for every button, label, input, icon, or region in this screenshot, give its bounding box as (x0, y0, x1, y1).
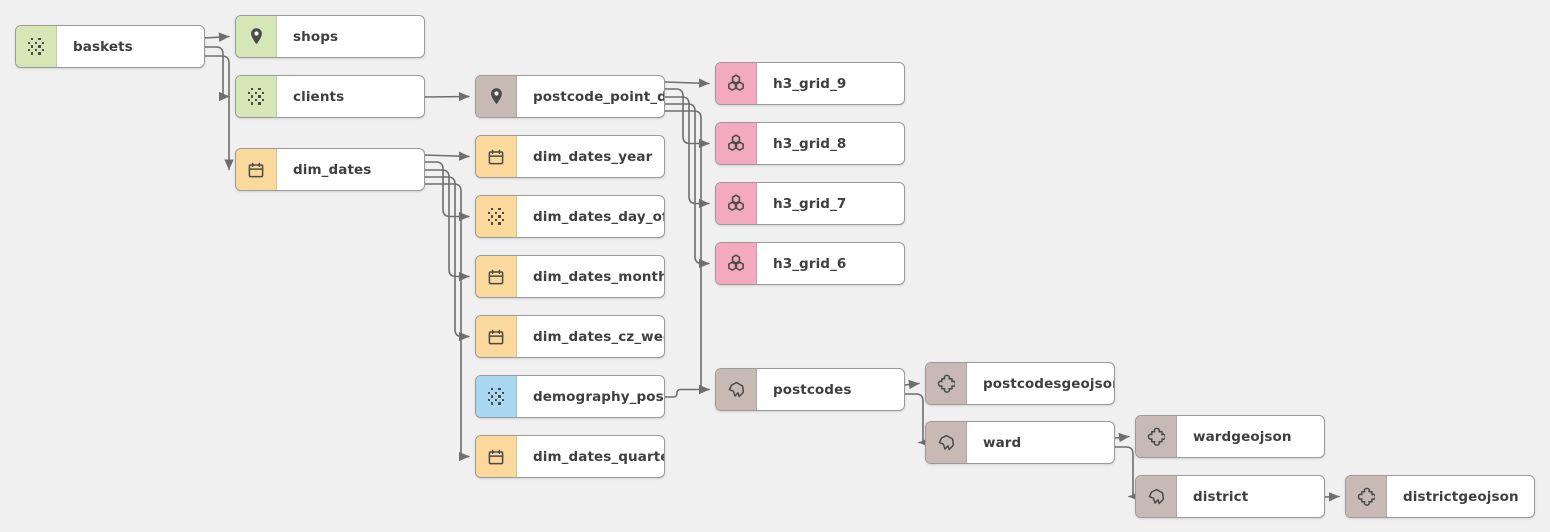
polygon-icon (926, 422, 967, 463)
edge-postcode_point_dwh-to-postcodes (664, 110, 710, 395)
node-label: h3_grid_9 (773, 75, 847, 92)
edge-demography_postcode-to-postcodes (664, 384, 710, 398)
node-wardgeojson[interactable]: wardgeojson (1135, 415, 1325, 458)
node-label: postcode_point_dwh (533, 88, 664, 105)
hexagon-cluster-icon (716, 183, 757, 224)
calendar-icon (476, 256, 517, 297)
node-label: clients (293, 88, 345, 105)
node-districtgeojson[interactable]: districtgeojson (1345, 475, 1535, 518)
node-clients[interactable]: clients (235, 75, 425, 118)
node-demography_postcode[interactable]: demography_postcod (475, 375, 665, 418)
calendar-icon (236, 149, 277, 190)
edge-dim_dates-to-dim_dates_month (424, 169, 470, 282)
node-h3_grid_7[interactable]: h3_grid_7 (715, 182, 905, 225)
puzzle-piece-icon (926, 363, 967, 404)
edge-district-to-districtgeojson (1324, 492, 1340, 502)
calendar-icon (476, 436, 517, 477)
hexagon-cluster-icon (716, 63, 757, 104)
node-label: postcodesgeojson (983, 375, 1114, 392)
dot-grid-icon (16, 26, 57, 67)
edge-postcode_point_dwh-to-h3_grid_8 (664, 88, 710, 149)
edge-baskets-to-dim_dates (204, 55, 234, 171)
node-dim_dates[interactable]: dim_dates (235, 148, 425, 191)
node-label: dim_dates (293, 161, 372, 178)
edge-baskets-to-shops (204, 32, 230, 42)
edge-baskets-to-clients (204, 46, 230, 102)
calendar-icon (476, 136, 517, 177)
node-label: districtgeojson (1403, 488, 1519, 505)
edge-clients-to-postcode_point_dwh (424, 91, 470, 102)
node-dim_dates_day_of_week[interactable]: dim_dates_day_of_we (475, 195, 665, 238)
dot-grid-icon (476, 376, 517, 417)
map-pin-icon (236, 16, 277, 57)
edge-postcodes-to-postcodesgeojson (904, 379, 920, 390)
node-dim_dates_quarter[interactable]: dim_dates_quarter (475, 435, 665, 478)
calendar-icon (476, 316, 517, 357)
node-label: dim_dates_cz_week (533, 328, 664, 345)
node-label: wardgeojson (1193, 428, 1292, 445)
hexagon-cluster-icon (716, 243, 757, 284)
node-label: dim_dates_day_of_we (533, 208, 664, 225)
puzzle-piece-icon (1346, 476, 1387, 517)
node-district[interactable]: district (1135, 475, 1325, 518)
node-ward[interactable]: ward (925, 421, 1115, 464)
node-label: dim_dates_year (533, 148, 653, 165)
edge-postcode_point_dwh-to-h3_grid_7 (664, 96, 710, 209)
node-postcode_point_dwh[interactable]: postcode_point_dwh (475, 75, 665, 118)
node-label: postcodes (773, 381, 852, 398)
edge-postcode_point_dwh-to-h3_grid_9 (664, 78, 710, 88)
edge-ward-to-wardgeojson (1114, 432, 1130, 443)
node-label: shops (293, 28, 339, 45)
node-baskets[interactable]: baskets (15, 25, 205, 68)
edge-postcode_point_dwh-to-h3_grid_6 (664, 103, 710, 269)
edge-postcodes-to-ward (904, 393, 930, 448)
node-label: h3_grid_6 (773, 255, 847, 272)
map-pin-icon (476, 76, 517, 117)
node-h3_grid_8[interactable]: h3_grid_8 (715, 122, 905, 165)
edge-dim_dates-to-dim_dates_cz_week (424, 176, 470, 342)
node-label: h3_grid_8 (773, 135, 847, 152)
node-label: ward (983, 434, 1022, 451)
node-label: dim_dates_month (533, 268, 664, 285)
node-label: dim_dates_quarter (533, 448, 664, 465)
edge-dim_dates-to-dim_dates_day_of_week (424, 161, 470, 222)
node-label: district (1193, 488, 1249, 505)
edge-ward-to-district (1114, 446, 1140, 502)
edge-dim_dates-to-dim_dates_quarter (424, 183, 470, 462)
node-shops[interactable]: shops (235, 15, 425, 58)
node-dim_dates_year[interactable]: dim_dates_year (475, 135, 665, 178)
puzzle-piece-icon (1136, 416, 1177, 457)
node-label: h3_grid_7 (773, 195, 847, 212)
node-dim_dates_cz_week[interactable]: dim_dates_cz_week (475, 315, 665, 358)
hexagon-cluster-icon (716, 123, 757, 164)
polygon-icon (716, 369, 757, 410)
polygon-icon (1136, 476, 1177, 517)
edge-dim_dates-to-dim_dates_year (424, 151, 470, 161)
node-h3_grid_6[interactable]: h3_grid_6 (715, 242, 905, 285)
dot-grid-icon (236, 76, 277, 117)
node-dim_dates_month[interactable]: dim_dates_month (475, 255, 665, 298)
node-label: baskets (73, 38, 133, 55)
node-h3_grid_9[interactable]: h3_grid_9 (715, 62, 905, 105)
node-label: demography_postcod (533, 388, 664, 405)
dot-grid-icon (476, 196, 517, 237)
node-postcodesgeojson[interactable]: postcodesgeojson (925, 362, 1115, 405)
node-postcodes[interactable]: postcodes (715, 368, 905, 411)
